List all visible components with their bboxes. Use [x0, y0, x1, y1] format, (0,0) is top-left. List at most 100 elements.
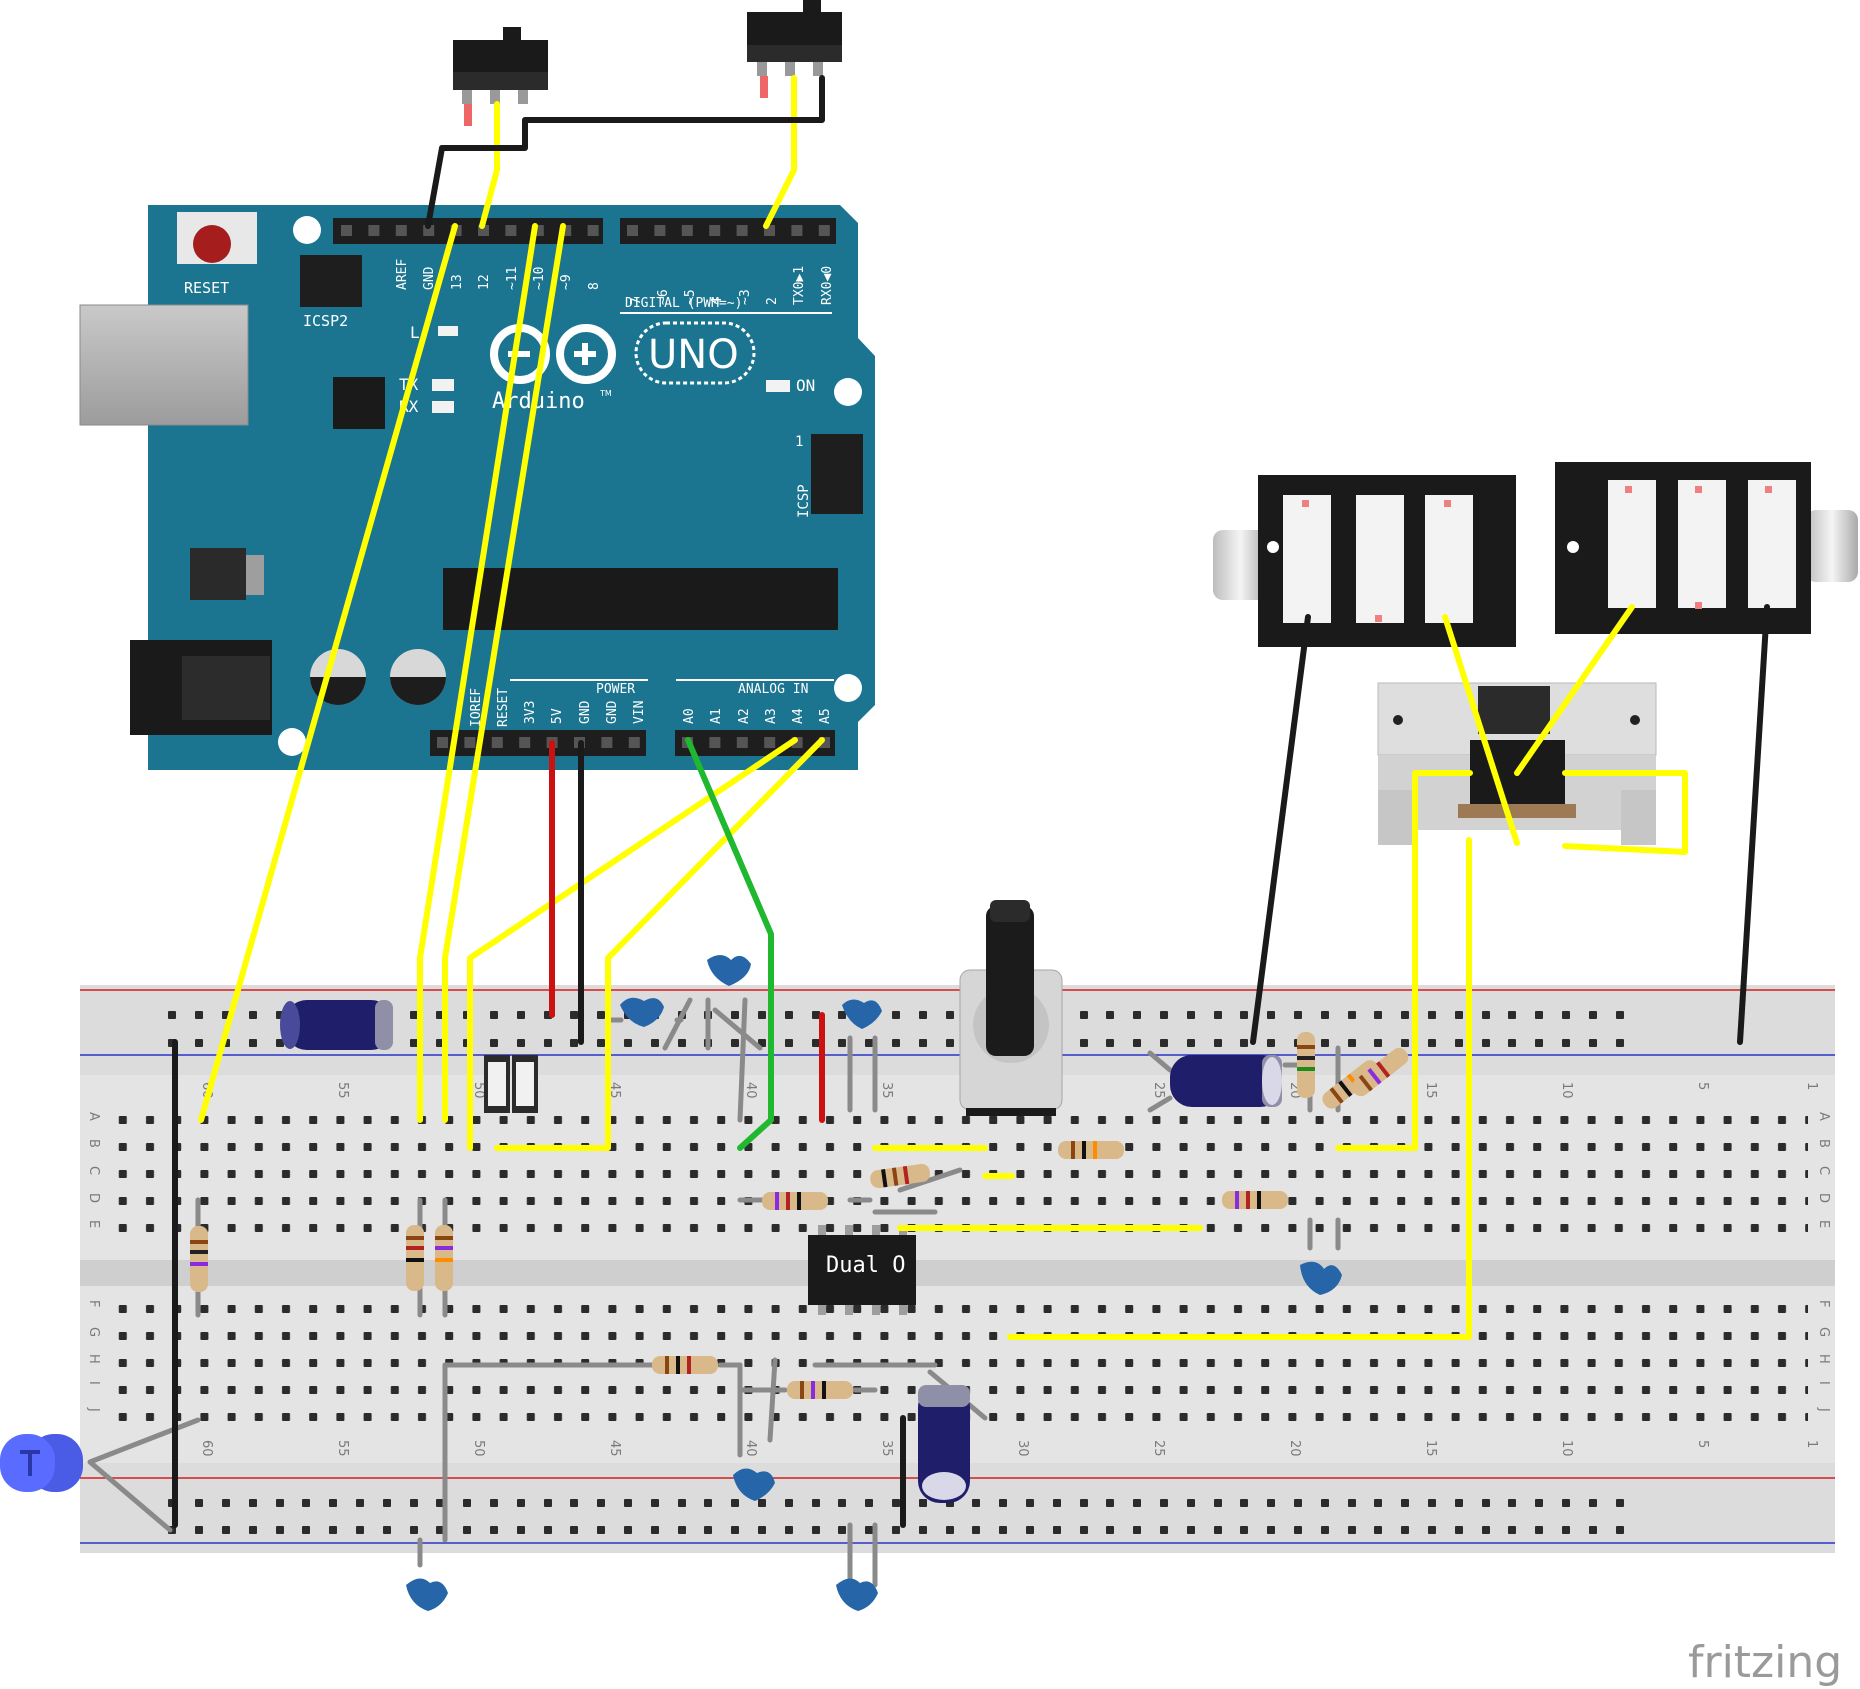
dpdt-switch[interactable] — [1377, 682, 1657, 845]
rail-hole — [570, 1499, 578, 1507]
rail-hole — [1428, 1039, 1436, 1047]
resistor — [870, 1163, 931, 1189]
digital-pin-label: ~9 — [559, 274, 574, 290]
rail-hole — [1482, 1526, 1490, 1534]
rail-hole — [1428, 1526, 1436, 1534]
fritzing-watermark: fritzing — [1688, 1637, 1842, 1688]
row-letter: J — [86, 1407, 101, 1412]
column-number: 10 — [1559, 1082, 1574, 1099]
slide-switch-right[interactable] — [747, 0, 842, 98]
electrolytic-capacitor — [918, 1385, 970, 1503]
rail-hole — [838, 1526, 846, 1534]
rail-hole — [410, 1039, 418, 1047]
capacitor — [620, 997, 664, 1027]
rail-hole — [946, 1039, 954, 1047]
rail-hole — [919, 1526, 927, 1534]
row-letter: H — [1816, 1354, 1831, 1364]
column-number: 40 — [743, 1440, 758, 1457]
rail-hole — [1214, 1526, 1222, 1534]
header-pin — [437, 737, 448, 748]
wire-yellow — [1442, 614, 1520, 846]
rail-hole — [758, 1499, 766, 1507]
header-pin — [341, 225, 352, 236]
voltage-regulator — [190, 548, 246, 600]
wire-yellow — [479, 101, 500, 229]
rail-hole — [999, 1526, 1007, 1534]
rail-hole — [678, 1499, 686, 1507]
rail-hole — [195, 1011, 203, 1019]
rail-hole — [1348, 1039, 1356, 1047]
rail-hole — [892, 1526, 900, 1534]
wire-yellow — [494, 737, 825, 1151]
reset-label: RESET — [184, 279, 229, 297]
resistor — [435, 1225, 453, 1291]
column-number: 20 — [1287, 1440, 1302, 1457]
rail-hole — [1160, 1011, 1168, 1019]
rail-hole — [490, 1526, 498, 1534]
rail-hole — [1080, 1499, 1088, 1507]
row-letter: D — [86, 1193, 101, 1203]
rail-hole — [1616, 1039, 1624, 1047]
rail-hole — [195, 1039, 203, 1047]
header-pin — [764, 225, 775, 236]
rail-hole — [1589, 1499, 1597, 1507]
header-pin — [587, 225, 599, 236]
wire-yellow — [198, 223, 458, 1123]
rail-hole — [1508, 1499, 1516, 1507]
rail-hole — [865, 1526, 873, 1534]
rail-hole — [222, 1526, 230, 1534]
rail-hole — [1562, 1526, 1570, 1534]
row-letter: F — [1816, 1300, 1831, 1307]
rail-hole — [1455, 1011, 1463, 1019]
rail-hole — [410, 1499, 418, 1507]
rail-hole — [1374, 1499, 1382, 1507]
header-pin — [791, 225, 803, 236]
rail-hole — [1240, 1039, 1248, 1047]
rail-hole — [490, 1011, 498, 1019]
rail-hole — [1053, 1526, 1061, 1534]
rail-hole — [1562, 1039, 1570, 1047]
tact-switches[interactable] — [484, 1055, 538, 1113]
column-number: 1 — [1804, 1082, 1819, 1090]
header-pin — [368, 225, 380, 236]
rail-hole — [249, 1011, 257, 1019]
column-number: 15 — [1423, 1440, 1438, 1457]
rail-hole — [1187, 1039, 1195, 1047]
row-letter: A — [1816, 1112, 1831, 1121]
header-pin — [601, 737, 613, 748]
rail-hole — [731, 1039, 739, 1047]
power-pin-label: GND — [605, 700, 620, 724]
slide-switch-left[interactable] — [453, 27, 548, 126]
rail-hole — [570, 1039, 578, 1047]
rail-hole — [517, 1039, 525, 1047]
electrolytic-capacitor — [280, 1000, 393, 1050]
column-number: 35 — [879, 1440, 894, 1457]
header-pin — [478, 225, 489, 236]
rail-hole — [1562, 1499, 1570, 1507]
wire-black — [1737, 604, 1770, 1045]
wire-yellow — [467, 737, 798, 1151]
power-pin-label: GND — [578, 700, 593, 724]
wire-yellow — [1514, 604, 1635, 776]
rail-hole — [302, 1526, 310, 1534]
rail-hole — [972, 1526, 980, 1534]
rail-hole — [972, 1499, 980, 1507]
row-letter: H — [86, 1354, 101, 1364]
header-pin — [819, 737, 830, 748]
rail-hole — [1214, 1499, 1222, 1507]
header-pin — [709, 225, 721, 236]
rail-hole — [1535, 1011, 1543, 1019]
rail-hole — [946, 1011, 954, 1019]
led — [0, 1434, 83, 1492]
wire-yellow — [1562, 770, 1688, 855]
row-letter: J — [1816, 1407, 1831, 1412]
capacitor — [1300, 1261, 1342, 1295]
rail-hole — [1187, 1499, 1195, 1507]
rail-hole — [785, 1011, 793, 1019]
column-number: 55 — [335, 1082, 350, 1099]
potentiometer[interactable] — [959, 900, 1063, 1116]
header-pin — [491, 737, 503, 748]
wires — [172, 75, 1770, 1528]
resistors — [190, 1032, 1409, 1399]
